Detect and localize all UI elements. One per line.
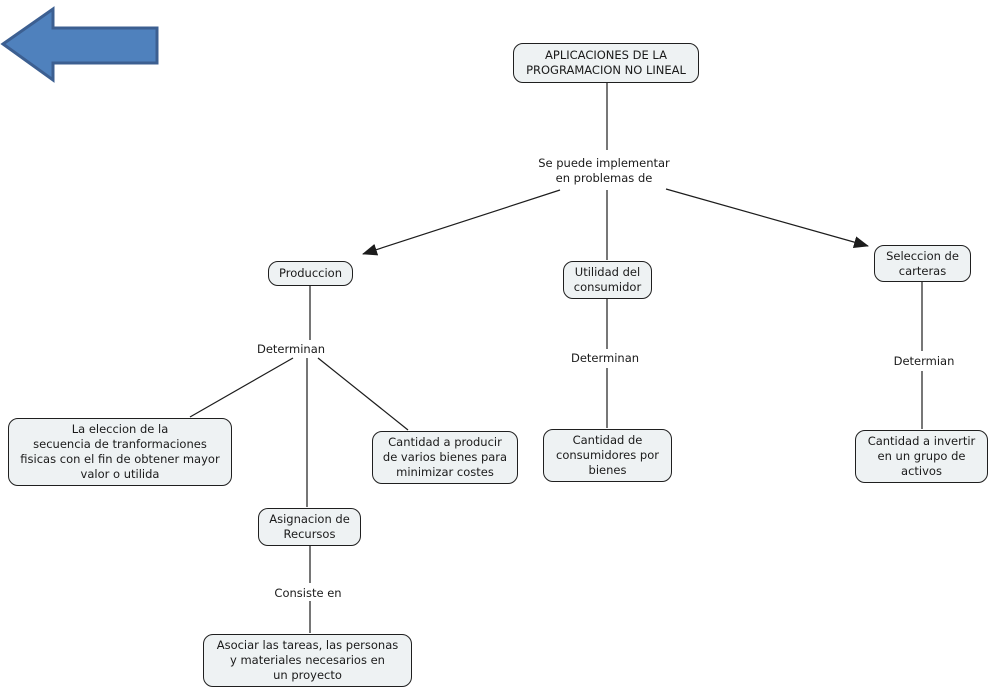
node-aplicaciones[interactable]: APLICACIONES DE LA PROGRAMACION NO LINEA… — [513, 43, 699, 83]
node-cantidad-producir[interactable]: Cantidad a producir de varios bienes par… — [372, 431, 518, 484]
node-cantidad-invertir[interactable]: Cantidad a invertir en un grupo de activ… — [855, 430, 988, 483]
link-label-determinan-produccion[interactable]: Determinan — [256, 342, 326, 356]
node-seleccion-carteras[interactable]: Seleccion de carteras — [874, 245, 971, 282]
connector-arrow — [665, 188, 869, 248]
node-cantidad-consumidores[interactable]: Cantidad de consumidores por bienes — [543, 429, 672, 482]
node-produccion[interactable]: Produccion — [268, 261, 353, 286]
node-eleccion-secuencia[interactable]: La eleccion de la secuencia de tranforma… — [8, 418, 232, 486]
link-label-determian-seleccion[interactable]: Determian — [893, 354, 955, 368]
node-asociar-tareas[interactable]: Asociar las tareas, las personas y mater… — [203, 634, 412, 687]
node-asignacion-recursos[interactable]: Asignacion de Recursos — [258, 508, 361, 546]
connector-line — [317, 357, 409, 431]
link-label-se-puede-implementar[interactable]: Se puede implementar en problemas de — [538, 156, 670, 185]
connector-line — [189, 357, 294, 418]
node-utilidad-consumidor[interactable]: Utilidad del consumidor — [563, 261, 652, 299]
connector-arrow — [362, 189, 561, 256]
back-arrow[interactable] — [0, 6, 159, 83]
link-label-determinan-utilidad[interactable]: Determinan — [570, 351, 640, 365]
link-label-consiste-en[interactable]: Consiste en — [274, 586, 342, 600]
